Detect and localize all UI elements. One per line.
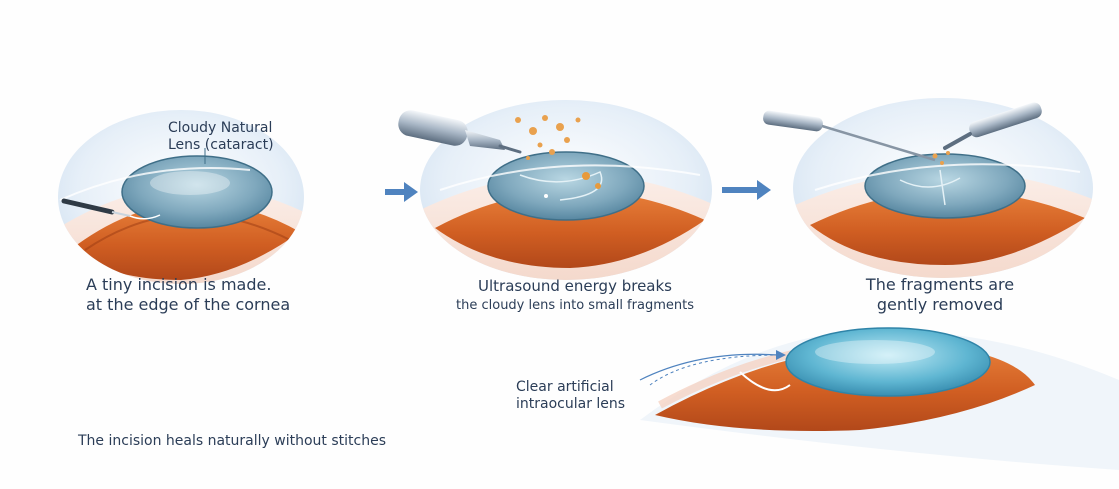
scalpel-icon <box>61 198 161 220</box>
step-2-caption-line2: the cloudy lens into small fragments <box>456 298 694 313</box>
cataract-label-line1: Cloudy Natural <box>168 120 273 136</box>
step-3-caption: The fragments are gently removed <box>830 275 1050 315</box>
cataract-label-line2: Lens (cataract) <box>168 137 274 153</box>
iol-label: Clear artificial intraocular lens <box>516 379 625 413</box>
iol-label-line2: intraocular lens <box>516 396 626 412</box>
ultrasound-probe-icon <box>398 110 522 154</box>
step-1-caption: A tiny incision is made. at the edge of … <box>86 275 290 315</box>
cataract-label: Cloudy Natural Lens (cataract) <box>168 120 274 154</box>
step-3-caption-line1: The fragments are <box>865 275 1015 294</box>
arrow-right-icon <box>722 180 771 200</box>
arrow-right-icon <box>385 182 418 202</box>
aspiration-probe-icon <box>943 102 1042 150</box>
panel-ultrasound <box>398 100 712 280</box>
lens-fragments <box>515 115 581 160</box>
step-2-caption-line1: Ultrasound energy breaks <box>478 277 672 295</box>
bottom-caption: The incision heals naturally without sti… <box>78 433 386 449</box>
step-1-caption-line2: at the edge of the cornea <box>86 295 291 314</box>
step-1-caption-line1: A tiny incision is made. <box>86 275 272 294</box>
panel-removal <box>763 98 1093 278</box>
iol-label-line1: Clear artificial <box>516 379 614 395</box>
panel-artificial-lens <box>639 327 1119 470</box>
step-2-caption: Ultrasound energy breaks the cloudy lens… <box>420 276 730 316</box>
forceps-icon <box>763 110 936 162</box>
step-3-caption-line2: gently removed <box>876 295 1004 314</box>
